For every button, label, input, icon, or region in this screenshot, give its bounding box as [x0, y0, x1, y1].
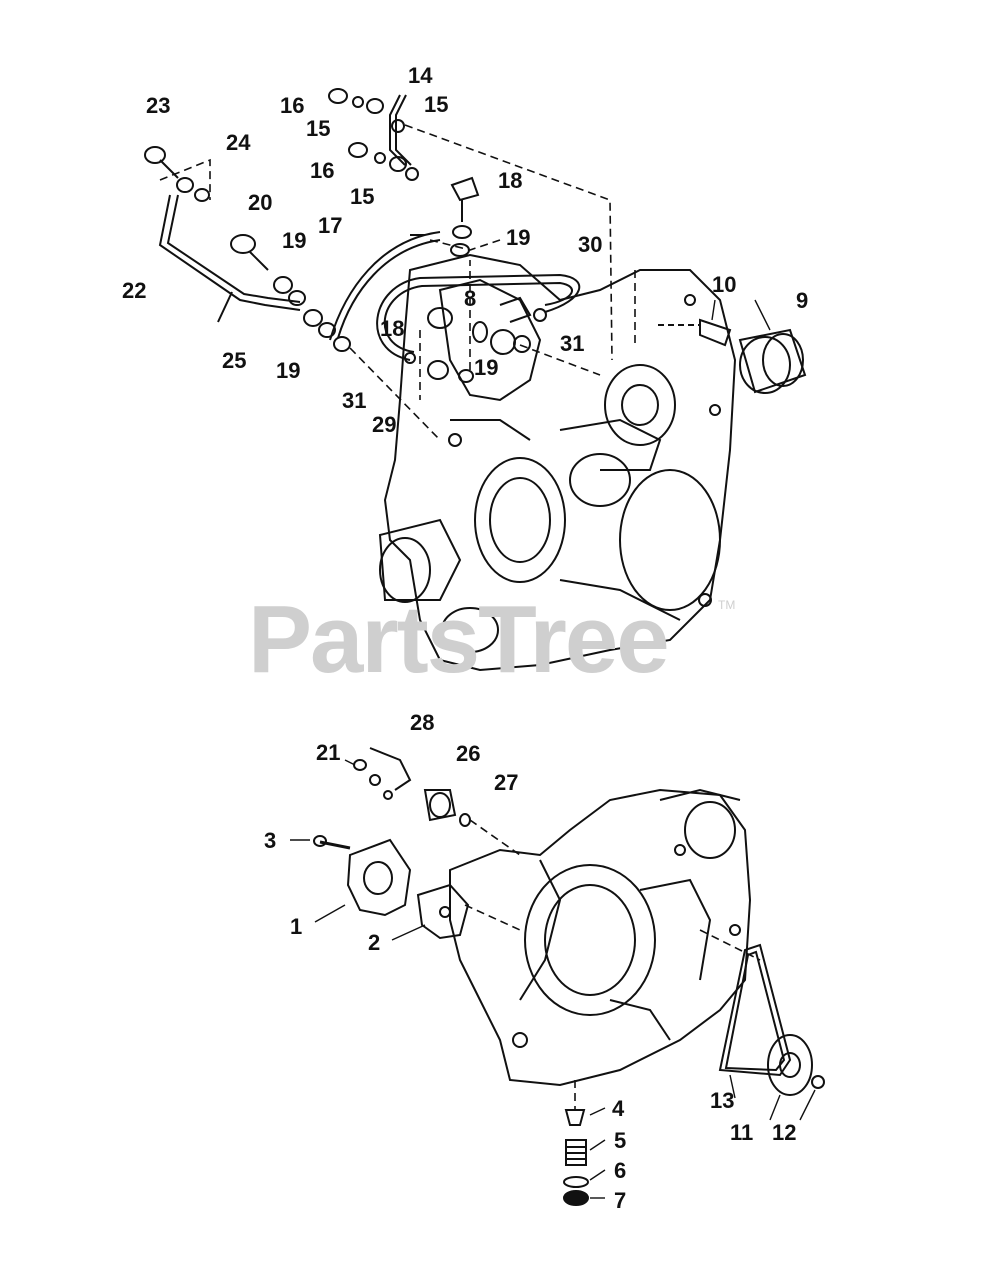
callout-10: 10: [712, 272, 737, 297]
callout-16-top: 16: [280, 93, 305, 118]
callout-28: 28: [410, 710, 435, 735]
callout-8: 8: [464, 286, 477, 311]
drive-chain: [718, 943, 825, 1096]
callout-20: 20: [248, 190, 273, 215]
lower-leader-lines: [464, 819, 761, 1110]
upper-crankcase: [378, 253, 737, 672]
callout-18-bottom: 18: [380, 316, 405, 341]
oil-pump: [313, 835, 470, 940]
callout-1: 1: [290, 914, 303, 939]
lower-crankcase: [449, 788, 752, 1087]
callout-23: 23: [146, 93, 171, 118]
callout-12: 12: [772, 1120, 797, 1145]
callout-31-right: 31: [560, 331, 585, 356]
callout-29: 29: [372, 412, 397, 437]
callout-7: 7: [614, 1188, 627, 1213]
callout-22: 22: [122, 278, 147, 303]
callout-11: 11: [730, 1120, 754, 1145]
callout-9: 9: [796, 288, 809, 313]
callout-19-center: 19: [474, 355, 499, 380]
callout-19-left-upper: 19: [282, 228, 307, 253]
watermark-trademark: TM: [718, 598, 736, 612]
callout-3: 3: [264, 828, 277, 853]
callout-24: 24: [226, 130, 251, 155]
callout-30: 30: [578, 232, 603, 257]
oil-filter: [658, 318, 807, 394]
label-leaders: [290, 299, 816, 1199]
watermark: PartsTree: [248, 586, 670, 693]
oil-lines: [158, 94, 581, 361]
upper-leader-lines: [159, 124, 636, 441]
callout-18-top: 18: [498, 168, 523, 193]
callout-19-right: 19: [506, 225, 531, 250]
callout-16-middle: 16: [310, 158, 335, 183]
callout-31-left: 31: [342, 388, 367, 413]
callout-15-top-left: 15: [306, 116, 331, 141]
pipe-fittings: [353, 747, 471, 827]
callout-17: 17: [318, 213, 343, 238]
callout-4: 4: [612, 1096, 625, 1121]
callout-14: 14: [408, 63, 433, 88]
callout-21: 21: [316, 740, 341, 765]
callout-27: 27: [494, 770, 519, 795]
callout-26: 26: [456, 741, 481, 766]
callout-13: 13: [710, 1088, 735, 1113]
callout-15-middle: 15: [350, 184, 375, 209]
upper-fasteners: [144, 88, 547, 383]
callout-6: 6: [614, 1158, 627, 1183]
callout-2: 2: [368, 930, 381, 955]
relief-valve: [563, 1109, 589, 1206]
callout-19-left-lower: 19: [276, 358, 301, 383]
callout-25: 25: [222, 348, 247, 373]
callout-15-top-right: 15: [424, 92, 449, 117]
callout-5: 5: [614, 1128, 627, 1153]
